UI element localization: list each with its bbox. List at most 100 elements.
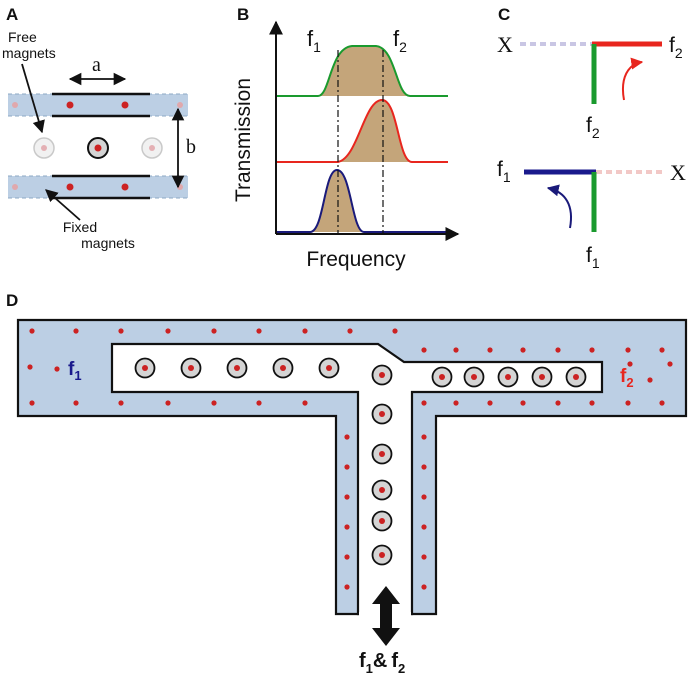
f1-label: f1 — [307, 26, 321, 55]
label-f1-and-f2: f1&f2 — [359, 650, 405, 676]
fixed-magnet-dot — [344, 494, 350, 500]
fixed-magnet-dot — [344, 464, 350, 470]
free-magnet — [463, 366, 485, 388]
fixed-magnet-dot — [392, 328, 398, 334]
panel-label-b: B — [237, 5, 249, 24]
fixed-magnet-dot — [54, 366, 60, 372]
curved-arrow-navy — [546, 184, 572, 229]
panel-label-d: D — [6, 291, 18, 310]
free-magnet — [497, 366, 519, 388]
fixed-magnet-dot — [73, 400, 79, 406]
fixed-magnets-pointer — [45, 189, 81, 221]
free-magnet — [431, 366, 453, 388]
free-magnet — [371, 544, 393, 566]
dimension-a-label: a — [92, 54, 101, 76]
top-strip — [8, 94, 188, 116]
free-magnet-channel — [110, 342, 604, 616]
fixed-magnet-dot — [211, 328, 217, 334]
navy-transmission-curve — [276, 168, 448, 233]
fixed-magnet-dot — [344, 434, 350, 440]
free-magnet — [565, 366, 587, 388]
fixed-magnet-dot — [66, 183, 74, 191]
fixed-magnet-dot — [347, 328, 353, 334]
free-magnet — [371, 510, 393, 532]
fixed-magnet-dot — [29, 400, 35, 406]
free-magnet — [272, 357, 294, 379]
free-magnet — [371, 364, 393, 386]
navy-passband-fill — [310, 170, 364, 232]
fixed-magnet-dot — [520, 347, 526, 353]
fixed-magnet-dot — [555, 400, 561, 406]
fixed-magnet-dot — [302, 328, 308, 334]
label-f2-right-channel: f2 — [620, 366, 634, 390]
fixed-magnet-dot — [520, 400, 526, 406]
fixed-magnet-dot — [625, 400, 631, 406]
fixed-magnet-dot — [27, 364, 33, 370]
fixed-magnet-dot — [589, 400, 595, 406]
fixed-magnet-dot — [118, 328, 124, 334]
fixed-magnet-dot — [625, 347, 631, 353]
panel-d: D f1 f2 f1&f2 — [6, 291, 688, 676]
t-junction-outer — [16, 318, 688, 616]
fixed-magnet-dot — [256, 400, 262, 406]
fixed-magnet-dot — [421, 584, 427, 590]
fixed-magnet-dot — [421, 464, 427, 470]
fixed-magnet-dot — [421, 434, 427, 440]
fixed-magnet-dot — [421, 400, 427, 406]
fixed-magnet-dot — [555, 347, 561, 353]
panel-label-c: C — [498, 5, 510, 24]
free-magnet — [371, 479, 393, 501]
fixed-magnet-dot — [667, 361, 673, 367]
label-f1-left: f1 — [497, 158, 511, 185]
dimension-b-label: b — [186, 136, 196, 158]
fixed-magnet-dot — [453, 347, 459, 353]
fixed-magnet-dot — [29, 328, 35, 334]
bidirectional-arrow — [372, 586, 400, 646]
panel-c: C X f2 f2 f1 X f1 — [497, 5, 686, 271]
free-magnet — [318, 357, 340, 379]
free-magnets-d — [134, 357, 587, 566]
label-f2-below-top: f2 — [586, 114, 600, 141]
fixed-magnet-dot — [659, 347, 665, 353]
free-magnet — [371, 443, 393, 465]
curved-arrow-red — [622, 57, 644, 101]
blocked-port-x-bottom: X — [670, 160, 686, 185]
fixed-magnet-dot — [627, 361, 633, 367]
fixed-magnet-dot — [421, 554, 427, 560]
free-magnets-label-line1: Free — [8, 29, 37, 45]
fixed-magnet-dot — [165, 328, 171, 334]
fixed-magnet-dot — [647, 377, 653, 383]
fixed-magnet-dot — [421, 494, 427, 500]
panel-b: B f1 f2 Transmission Frequency — [232, 5, 460, 271]
fixed-magnet-dot — [421, 524, 427, 530]
fixed-magnet-dot — [256, 328, 262, 334]
free-magnet — [180, 357, 202, 379]
fixed-magnet-dot — [66, 101, 74, 109]
fixed-magnets-label-line2: magnets — [81, 235, 135, 251]
fixed-magnet-dot — [453, 400, 459, 406]
label-f2-top-right: f2 — [669, 34, 683, 61]
fixed-magnet-dot — [118, 400, 124, 406]
blocked-port-x-top: X — [497, 32, 513, 57]
fixed-magnet-dot — [421, 347, 427, 353]
fixed-magnet-dot — [487, 400, 493, 406]
green-passband-fill — [318, 46, 410, 96]
fixed-magnet-dot — [659, 400, 665, 406]
label-f1-left-channel: f1 — [68, 359, 82, 383]
free-magnet — [531, 366, 553, 388]
f2-label: f2 — [393, 26, 407, 55]
fixed-magnet-dot — [165, 400, 171, 406]
free-magnets-pointer — [21, 63, 45, 134]
free-magnet — [371, 403, 393, 425]
fixed-magnet-dot — [344, 524, 350, 530]
panel-label-a: A — [6, 5, 18, 24]
label-f1-below-bottom: f1 — [586, 244, 600, 271]
panel-a: A Free magnets a b — [2, 5, 196, 251]
free-magnet — [134, 357, 156, 379]
fixed-magnet-dot — [344, 584, 350, 590]
fixed-magnet-dot — [121, 183, 129, 191]
x-axis-label: Frequency — [306, 248, 406, 271]
fixed-magnet-dot — [589, 347, 595, 353]
fixed-magnet-dot — [73, 328, 79, 334]
